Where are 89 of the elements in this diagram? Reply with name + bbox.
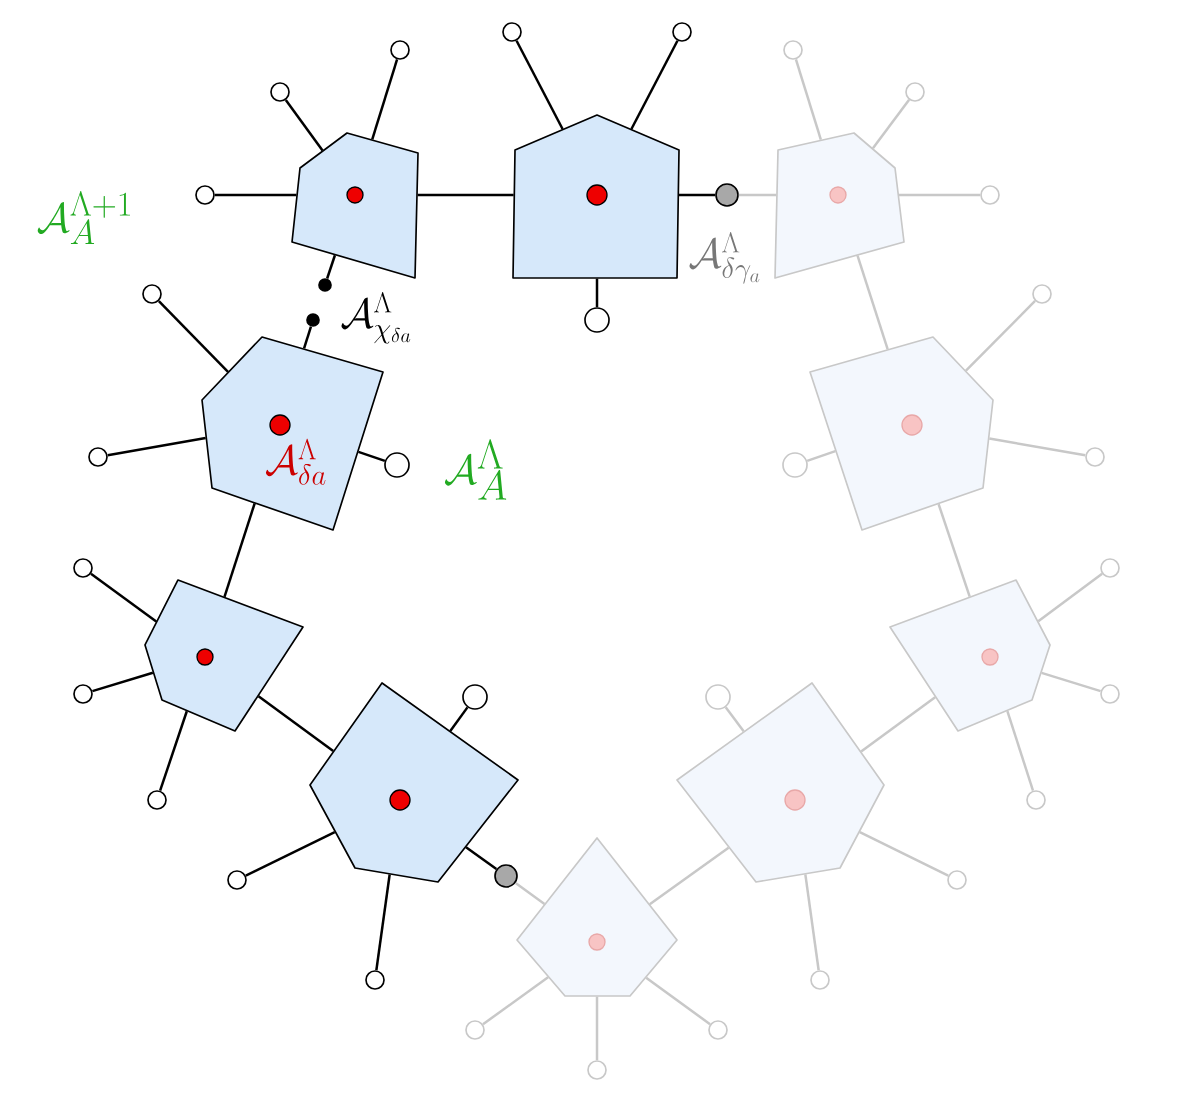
line (1037, 572, 1103, 623)
line (794, 59, 823, 141)
line (859, 830, 949, 877)
line (107, 436, 206, 457)
line (482, 976, 549, 1026)
line (371, 59, 399, 140)
open-circle (705, 684, 731, 710)
line (465, 846, 498, 871)
line (514, 881, 546, 905)
line (223, 503, 256, 598)
open-circle (390, 40, 410, 60)
open-circle (1085, 447, 1105, 467)
line (898, 193, 981, 197)
open-circle (947, 870, 967, 890)
open-circle (584, 307, 610, 333)
pentagon (144, 579, 304, 732)
line (214, 193, 297, 197)
open-circle (1026, 790, 1046, 810)
line (1006, 710, 1035, 791)
line (649, 846, 730, 906)
line (645, 976, 711, 1026)
open-circle (587, 1060, 607, 1080)
open-circle (384, 452, 410, 478)
line (738, 193, 777, 197)
open-circle (1032, 284, 1052, 304)
line (245, 830, 336, 877)
line (92, 671, 154, 693)
formula-label: $\mathcal{A}_{A}^{\Lambda+1}$ (37, 191, 130, 245)
open-circle (502, 22, 522, 42)
open-circle (142, 284, 162, 304)
pentagon (774, 132, 905, 279)
line (860, 696, 936, 753)
line (856, 255, 889, 350)
line (806, 450, 836, 463)
line (804, 874, 820, 971)
open-circle (227, 870, 247, 890)
line (595, 996, 599, 1061)
pentagon (516, 837, 678, 997)
open-circle (708, 1020, 728, 1040)
line (515, 40, 564, 130)
pentagon (512, 114, 680, 279)
line (158, 710, 188, 792)
line (449, 706, 469, 732)
open-circle (783, 40, 803, 60)
line (595, 278, 599, 308)
open-circle (465, 1020, 485, 1040)
line (284, 99, 324, 152)
line (325, 254, 337, 279)
open-circle (73, 684, 93, 704)
pentagon (676, 682, 885, 883)
open-circle (270, 82, 290, 102)
open-circle (810, 970, 830, 990)
pentagon (809, 336, 994, 531)
open-circle (782, 452, 808, 478)
line (157, 300, 229, 373)
open-circle (1100, 558, 1120, 578)
shaded-circle (715, 183, 739, 207)
line (871, 99, 911, 149)
line (302, 326, 313, 349)
line (630, 40, 679, 130)
open-circle (73, 558, 93, 578)
open-circle (365, 970, 385, 990)
pentagon (309, 682, 519, 883)
open-circle (88, 447, 108, 467)
line (90, 572, 157, 623)
open-circle (147, 790, 167, 810)
open-circle (1100, 684, 1120, 704)
open-circle (672, 22, 692, 42)
formula-label: $\mathcal{A}_{\delta\gamma_a}^{\Lambda}$ (689, 232, 760, 284)
open-circle (980, 185, 1000, 205)
line (937, 503, 971, 597)
open-circle (462, 684, 488, 710)
line (375, 874, 391, 971)
pentagon (291, 132, 419, 279)
line (417, 193, 514, 197)
line (965, 300, 1036, 372)
line (678, 193, 716, 197)
pentagon (889, 579, 1051, 732)
line (724, 706, 745, 733)
open-circle (905, 82, 925, 102)
line (989, 437, 1086, 457)
line (257, 695, 334, 752)
shaded-circle (494, 864, 518, 888)
open-circle (195, 185, 215, 205)
formula-label: $\mathcal{A}_{\chi_{\delta a}}^{\Lambda}$ (341, 292, 411, 344)
formula-label: $\mathcal{A}_{\delta a}^{\Lambda}$ (265, 438, 326, 485)
line (1041, 671, 1101, 693)
line (358, 450, 386, 463)
formula-label: $\mathcal{A}_{A}^{\Lambda}$ (444, 439, 507, 500)
